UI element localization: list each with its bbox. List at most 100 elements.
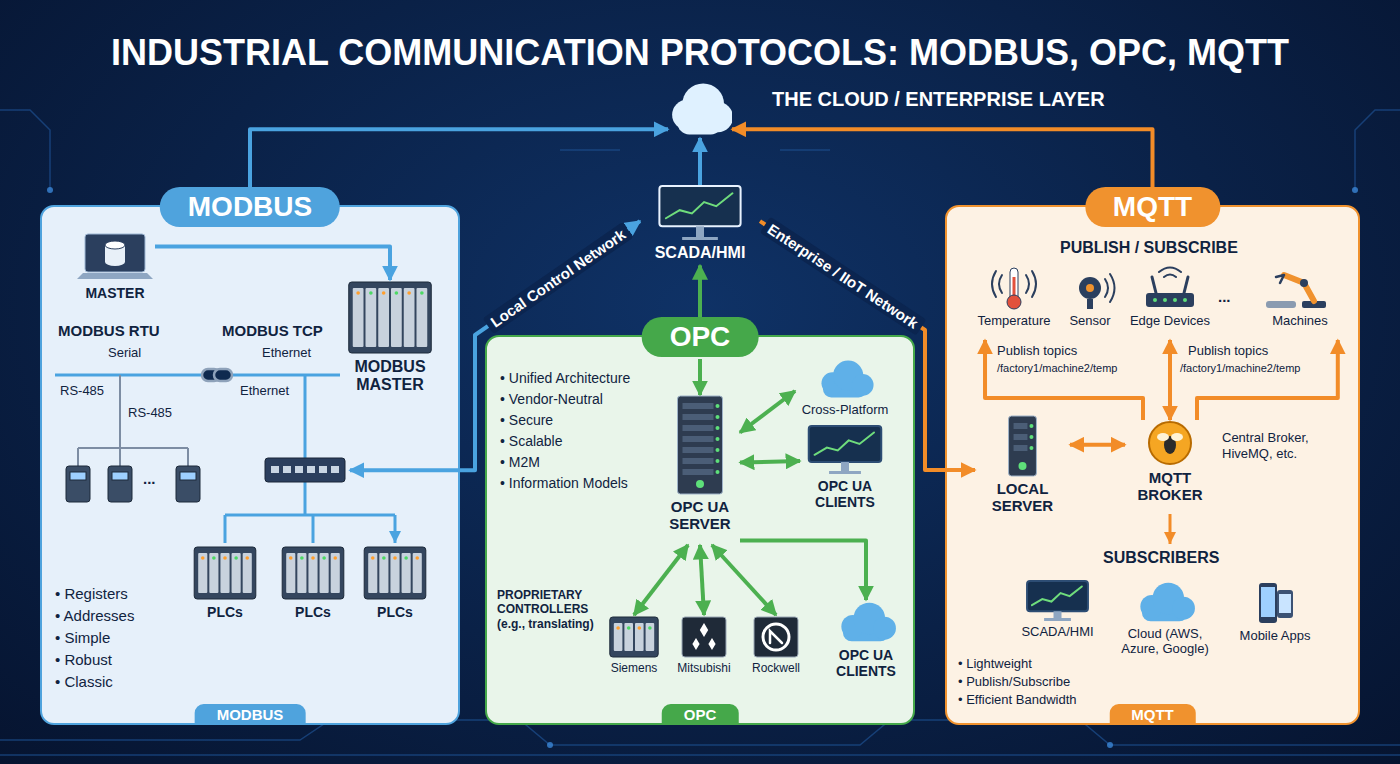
section-heading: PUBLISH / SUBSCRIBE [1060,238,1270,257]
thermo-icon [972,265,1056,311]
connector [985,340,1143,420]
monitor-frame [809,426,882,462]
device-node: Machines [1255,265,1345,340]
network-label: Enterprise / IIoT Network [759,216,925,335]
plc-rack [282,547,344,599]
server-led [716,415,720,419]
serial-device [66,466,200,502]
diagram-title: INDUSTRIAL COMMUNICATION PROTOCOLS: MODB… [0,32,1400,74]
circuit-background [0,754,1400,756]
bullet-item: • Registers [55,585,185,603]
wifi-arc [1159,268,1181,278]
plc-led [404,556,408,560]
rack-icon [360,545,430,601]
plc-led [369,291,373,295]
connector [732,129,1153,187]
circuit-background [1352,187,1358,193]
plc-led [322,556,326,560]
circuit-background [1355,110,1400,190]
logo-diamond [700,623,708,637]
serial-device [108,466,132,502]
logo-mark [770,631,782,643]
plc-module [286,553,295,593]
server-tower [1009,416,1037,476]
plc-led [371,556,375,560]
plc-module [624,623,633,651]
plc-led [648,626,652,630]
rockwell-logo-plate [754,617,798,657]
node-label: Edge Devices [1130,314,1210,329]
bus-line [55,374,340,377]
server-slot [683,458,714,464]
ethernet-switch [265,458,345,482]
panel-heading-tab: MODBUS [160,187,340,227]
bus-line [225,515,395,543]
bus-line [304,375,307,458]
plc-module [353,288,364,347]
connector [350,221,640,470]
plc-module [391,288,402,347]
broker-note: Central Broker, HiveMQ, etc. [1222,430,1347,461]
plc-led [201,556,205,560]
connector [1070,443,1125,447]
plc-module [368,553,377,593]
rack-icon [605,615,663,659]
plc-module [243,553,252,593]
router-led [1173,298,1177,302]
server-slot [683,436,714,442]
cloud-puff [1172,597,1195,620]
bullet-item: • Efficient Bandwidth [958,692,1138,708]
node-label: Mobile Apps [1240,629,1311,644]
topic-caption: Publish topics [1188,343,1308,359]
node-label: OPC UA CLIENTS [800,478,890,510]
monitor-stand [1054,611,1062,618]
layer-heading: THE CLOUD / ENTERPRISE LAYER [772,88,1105,111]
bullet-item: • Addresses [55,607,185,625]
monitor-icon [640,185,760,241]
plc-led [234,556,238,560]
connector [1168,340,1172,420]
serial-device [176,466,200,502]
rack-icon [278,545,348,601]
plc-led [289,556,293,560]
plc-module [320,553,329,593]
device-node: Siemens [605,615,663,683]
plc-module [417,288,428,347]
plc-led [300,556,304,560]
plc-led [382,291,386,295]
monitor-frame [1027,581,1088,611]
connector [698,359,702,395]
cloud-puff [703,102,732,132]
node-label: MODBUS MASTER [340,358,440,395]
cloud-icon [668,80,732,138]
connector [698,138,702,185]
logo-ring [763,624,789,650]
plc-module [379,553,388,593]
bullet-item: • Unified Architecture [500,370,655,387]
link-chain-icon [202,369,232,381]
plc-led [356,291,360,295]
ellipsis: ... [1218,288,1248,306]
plc-module [331,553,340,593]
server-slot [1014,434,1028,440]
panel-footer-tab: MODBUS [195,704,306,725]
topic-caption: Publish topics [997,343,1117,359]
plc-led [245,556,249,560]
ethernet-switch [295,466,303,473]
node-label: Siemens [611,662,658,676]
router-led [1183,298,1187,302]
device-node: SCADA/HMI [640,185,760,265]
cloud-node: THE CLOUD / ENTERPRISE LAYER [668,80,732,138]
bullet-item: • Secure [500,412,655,429]
server-icon [975,415,1070,477]
plc-rack [194,547,256,599]
server-tower [678,396,723,494]
connector [634,545,688,615]
connector [740,541,866,601]
monitor-icon [800,425,890,475]
server-led [1029,435,1033,439]
mitsubishi-logo-plate [682,617,726,657]
plc-led [638,626,642,630]
node-label: Temperature [978,314,1051,329]
